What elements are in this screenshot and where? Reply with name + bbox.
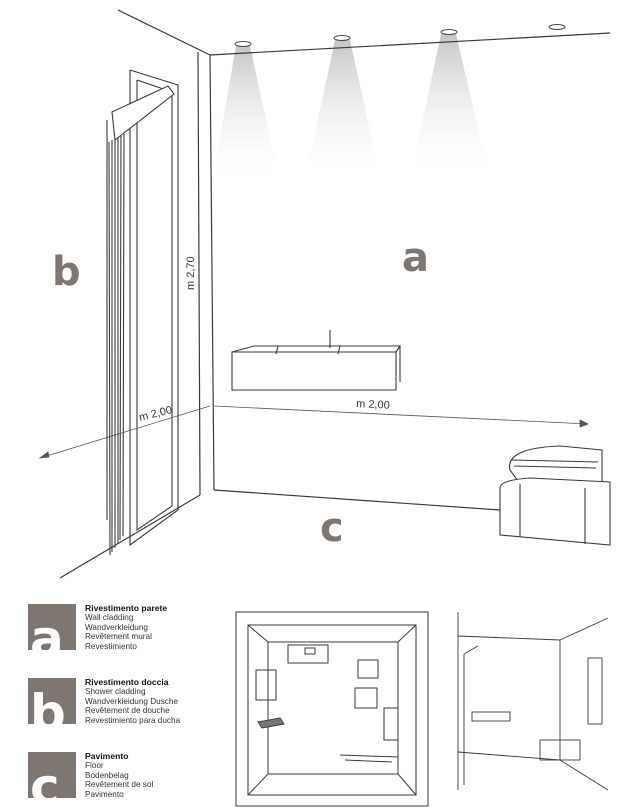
legend-tile-a: a (28, 604, 76, 650)
legend-line: Revêtement mural (85, 632, 152, 642)
legend-shower-cladding: b Rivestimento doccia Shower cladding Wa… (28, 677, 228, 726)
legend-line: Revêtement de douche (85, 706, 170, 716)
legend-wall-cladding: a Rivestimento parete Wall cladding Wand… (28, 603, 228, 652)
legend-tile-b: b (28, 678, 76, 724)
legend-tile-c: c (28, 752, 76, 798)
vanity-unit (231, 330, 402, 391)
floor-plan-thumbnail (235, 611, 429, 807)
dimension-lines (38, 405, 589, 459)
legend-line: Revestimiento para ducha (85, 715, 181, 725)
height-dimension: m 2,70 (185, 256, 197, 290)
legend-line: Revêtement de sol (85, 780, 154, 790)
legend-line: Shower cladding (85, 687, 146, 697)
label-shower: b (52, 249, 81, 295)
ceiling-lights (212, 24, 566, 185)
legend-line: Wall cladding (85, 613, 134, 623)
legend-title: Rivestimento parete (85, 603, 168, 613)
legend-line: Wandverkleidung Dusche (85, 696, 178, 706)
legend-line: Pavimento (85, 789, 124, 799)
legend-floor: c Pavimento Floor Bodenbelag Revêtement … (28, 751, 228, 800)
right-width-dimension: m 2,00 (356, 398, 390, 412)
shower-enclosure (106, 69, 179, 556)
legend-title: Rivestimento doccia (85, 677, 169, 687)
label-floor: c (320, 505, 344, 551)
perspective-thumbnail (457, 612, 609, 791)
bathtub (499, 445, 611, 546)
label-wall: a (402, 235, 429, 281)
legend-line: Bodenbelag (85, 770, 129, 780)
legend-title: Pavimento (85, 751, 129, 761)
left-width-dimension: m 2,00 (138, 404, 174, 424)
legend-line: Revestimiento (85, 641, 137, 651)
legend-line: Wandverkleidung (85, 622, 148, 632)
legend-line: Floor (85, 761, 104, 771)
